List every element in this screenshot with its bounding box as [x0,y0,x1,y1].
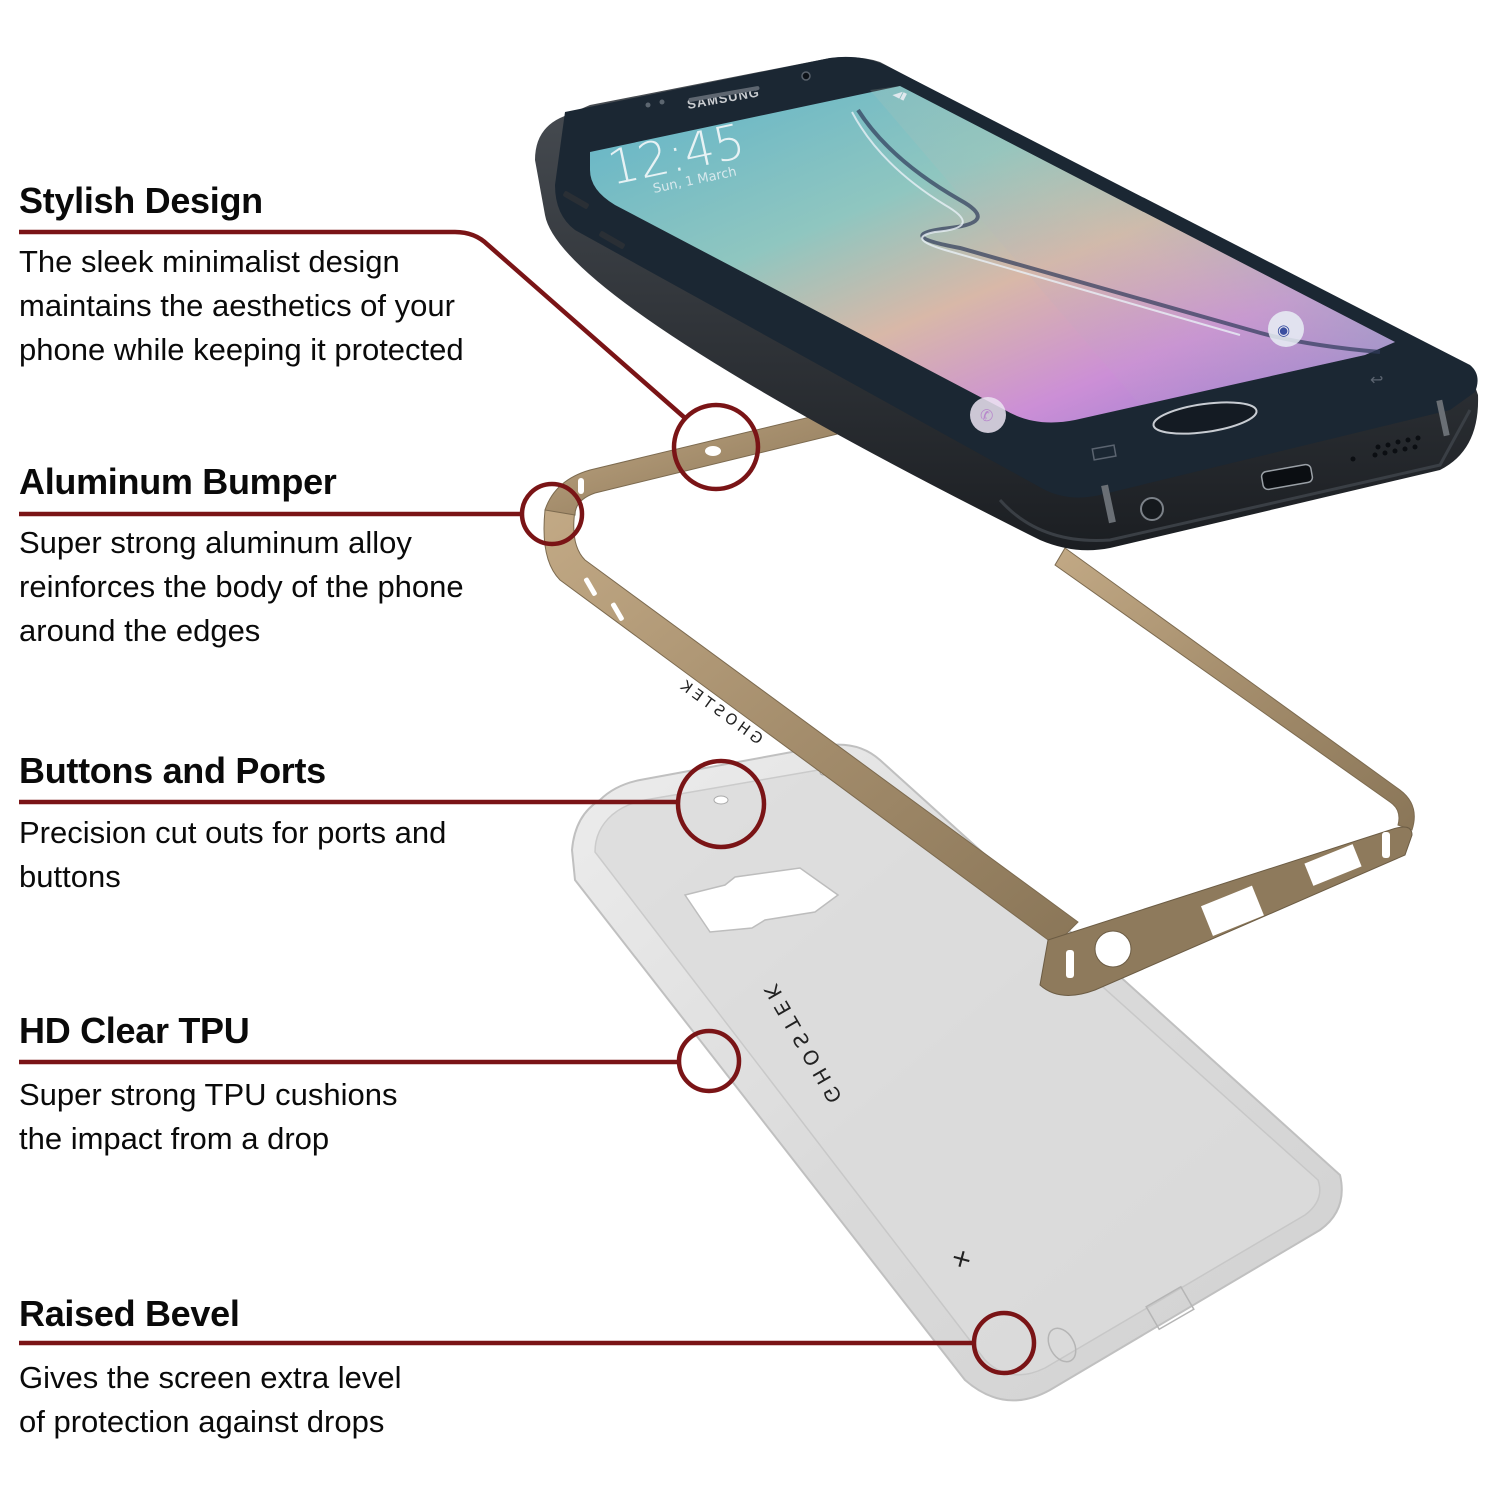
bumper-side-slot [578,478,584,494]
feature-line: Precision cut outs for ports and [19,815,447,850]
phone-bottom-edge [998,409,1472,542]
feature-description: Gives the screen extra level of protecti… [19,1356,402,1444]
feature-line: the impact from a drop [19,1121,330,1156]
camera-shortcut-icon [1268,311,1304,347]
feature-line: of protection against drops [19,1404,385,1439]
volume-up-button [563,191,589,209]
antenna-band-left [1101,484,1116,524]
feature-description: Super strong aluminum alloy reinforces t… [19,521,464,653]
feature-line: Super strong TPU cushions [19,1077,398,1112]
feature-description: Precision cut outs for ports and buttons [19,811,446,899]
feature-line: reinforces the body of the phone [19,569,464,604]
case-button-hole [713,795,729,805]
feature-title: Stylish Design [19,180,263,221]
svg-text:✆: ✆ [980,408,993,425]
microphone-hole [1350,456,1356,462]
phone-screen-highlight [870,86,1395,405]
bumper-jack-hole [1094,930,1132,968]
bumper-notch [1200,885,1264,936]
bumper-slot-right [1382,832,1390,858]
aluminum-bumper: GHOSTEK [543,404,1415,996]
feature-line: Super strong aluminum alloy [19,525,412,560]
antenna-band-right [1436,399,1450,437]
feature-buttons-ports: Buttons and Ports Precision cut outs for… [19,750,446,895]
volume-down-button [599,231,625,249]
feature-title: Raised Bevel [19,1293,240,1334]
feature-title: Buttons and Ports [19,750,326,791]
headphone-jack [1140,497,1164,521]
callouts [19,229,1037,1376]
tpu-case: GHOSTEK ✕ [570,743,1343,1402]
feature-line: around the edges [19,613,261,648]
feature-line: Gives the screen extra level [19,1360,402,1395]
bumper-left-slot-1 [584,577,597,596]
callout-circle-buttons-ports [675,758,767,850]
callout-circle-hd-clear-tpu [676,1028,742,1094]
feature-line: phone while keeping it protected [19,332,464,367]
bumper-left-slot-2 [611,602,624,621]
samsung-phone: ◢▮ 12:45 Sun, 1 March SAMSUNG ✆ ◉ ↩ [535,56,1479,551]
feature-description: The sleek minimalist design maintains th… [19,240,464,372]
feature-line: buttons [19,859,121,894]
camera-cutout [683,867,840,933]
back-icon: ↩ [1370,372,1383,389]
bumper-usb-cutout [1304,844,1362,886]
recents-icon [1091,444,1117,461]
svg-text:◉: ◉ [1277,322,1290,339]
home-button [1152,401,1258,435]
feature-line: maintains the aesthetics of your [19,288,455,323]
status-bar-icons: ◢▮ [892,87,909,103]
front-camera [801,71,811,81]
proximity-sensor-1 [645,102,651,108]
feature-line: The sleek minimalist design [19,244,400,279]
feature-description: Super strong TPU cushions the impact fro… [19,1073,398,1161]
feature-hd-clear-tpu: HD Clear TPU Super strong TPU cushions t… [19,1010,398,1157]
case-port-jack [1047,1327,1077,1363]
earpiece-speaker [688,86,760,102]
callout-circle-aluminum-bumper [519,481,585,547]
callout-circle-raised-bevel [971,1310,1037,1376]
loudspeaker-grille [1372,435,1421,458]
feature-title: HD Clear TPU [19,1010,250,1051]
feature-stylish-design: Stylish Design The sleek minimalist desi… [19,180,464,368]
feature-raised-bevel: Raised Bevel Gives the screen extra leve… [19,1293,402,1440]
bumper-right-rail [1054,547,1415,831]
phone-shortcut-icon [970,397,1006,433]
bumper-slot-left [1066,950,1074,978]
callout-line-stylish-design [19,229,687,420]
bumper-top-hole [705,446,721,456]
callout-circle-stylish-design [671,402,761,492]
feature-title: Aluminum Bumper [19,461,337,502]
proximity-sensor-2 [659,99,665,105]
case-port-usb [1145,1285,1195,1331]
feature-aluminum-bumper: Aluminum Bumper Super strong aluminum al… [19,461,464,649]
usb-port [1260,463,1314,491]
